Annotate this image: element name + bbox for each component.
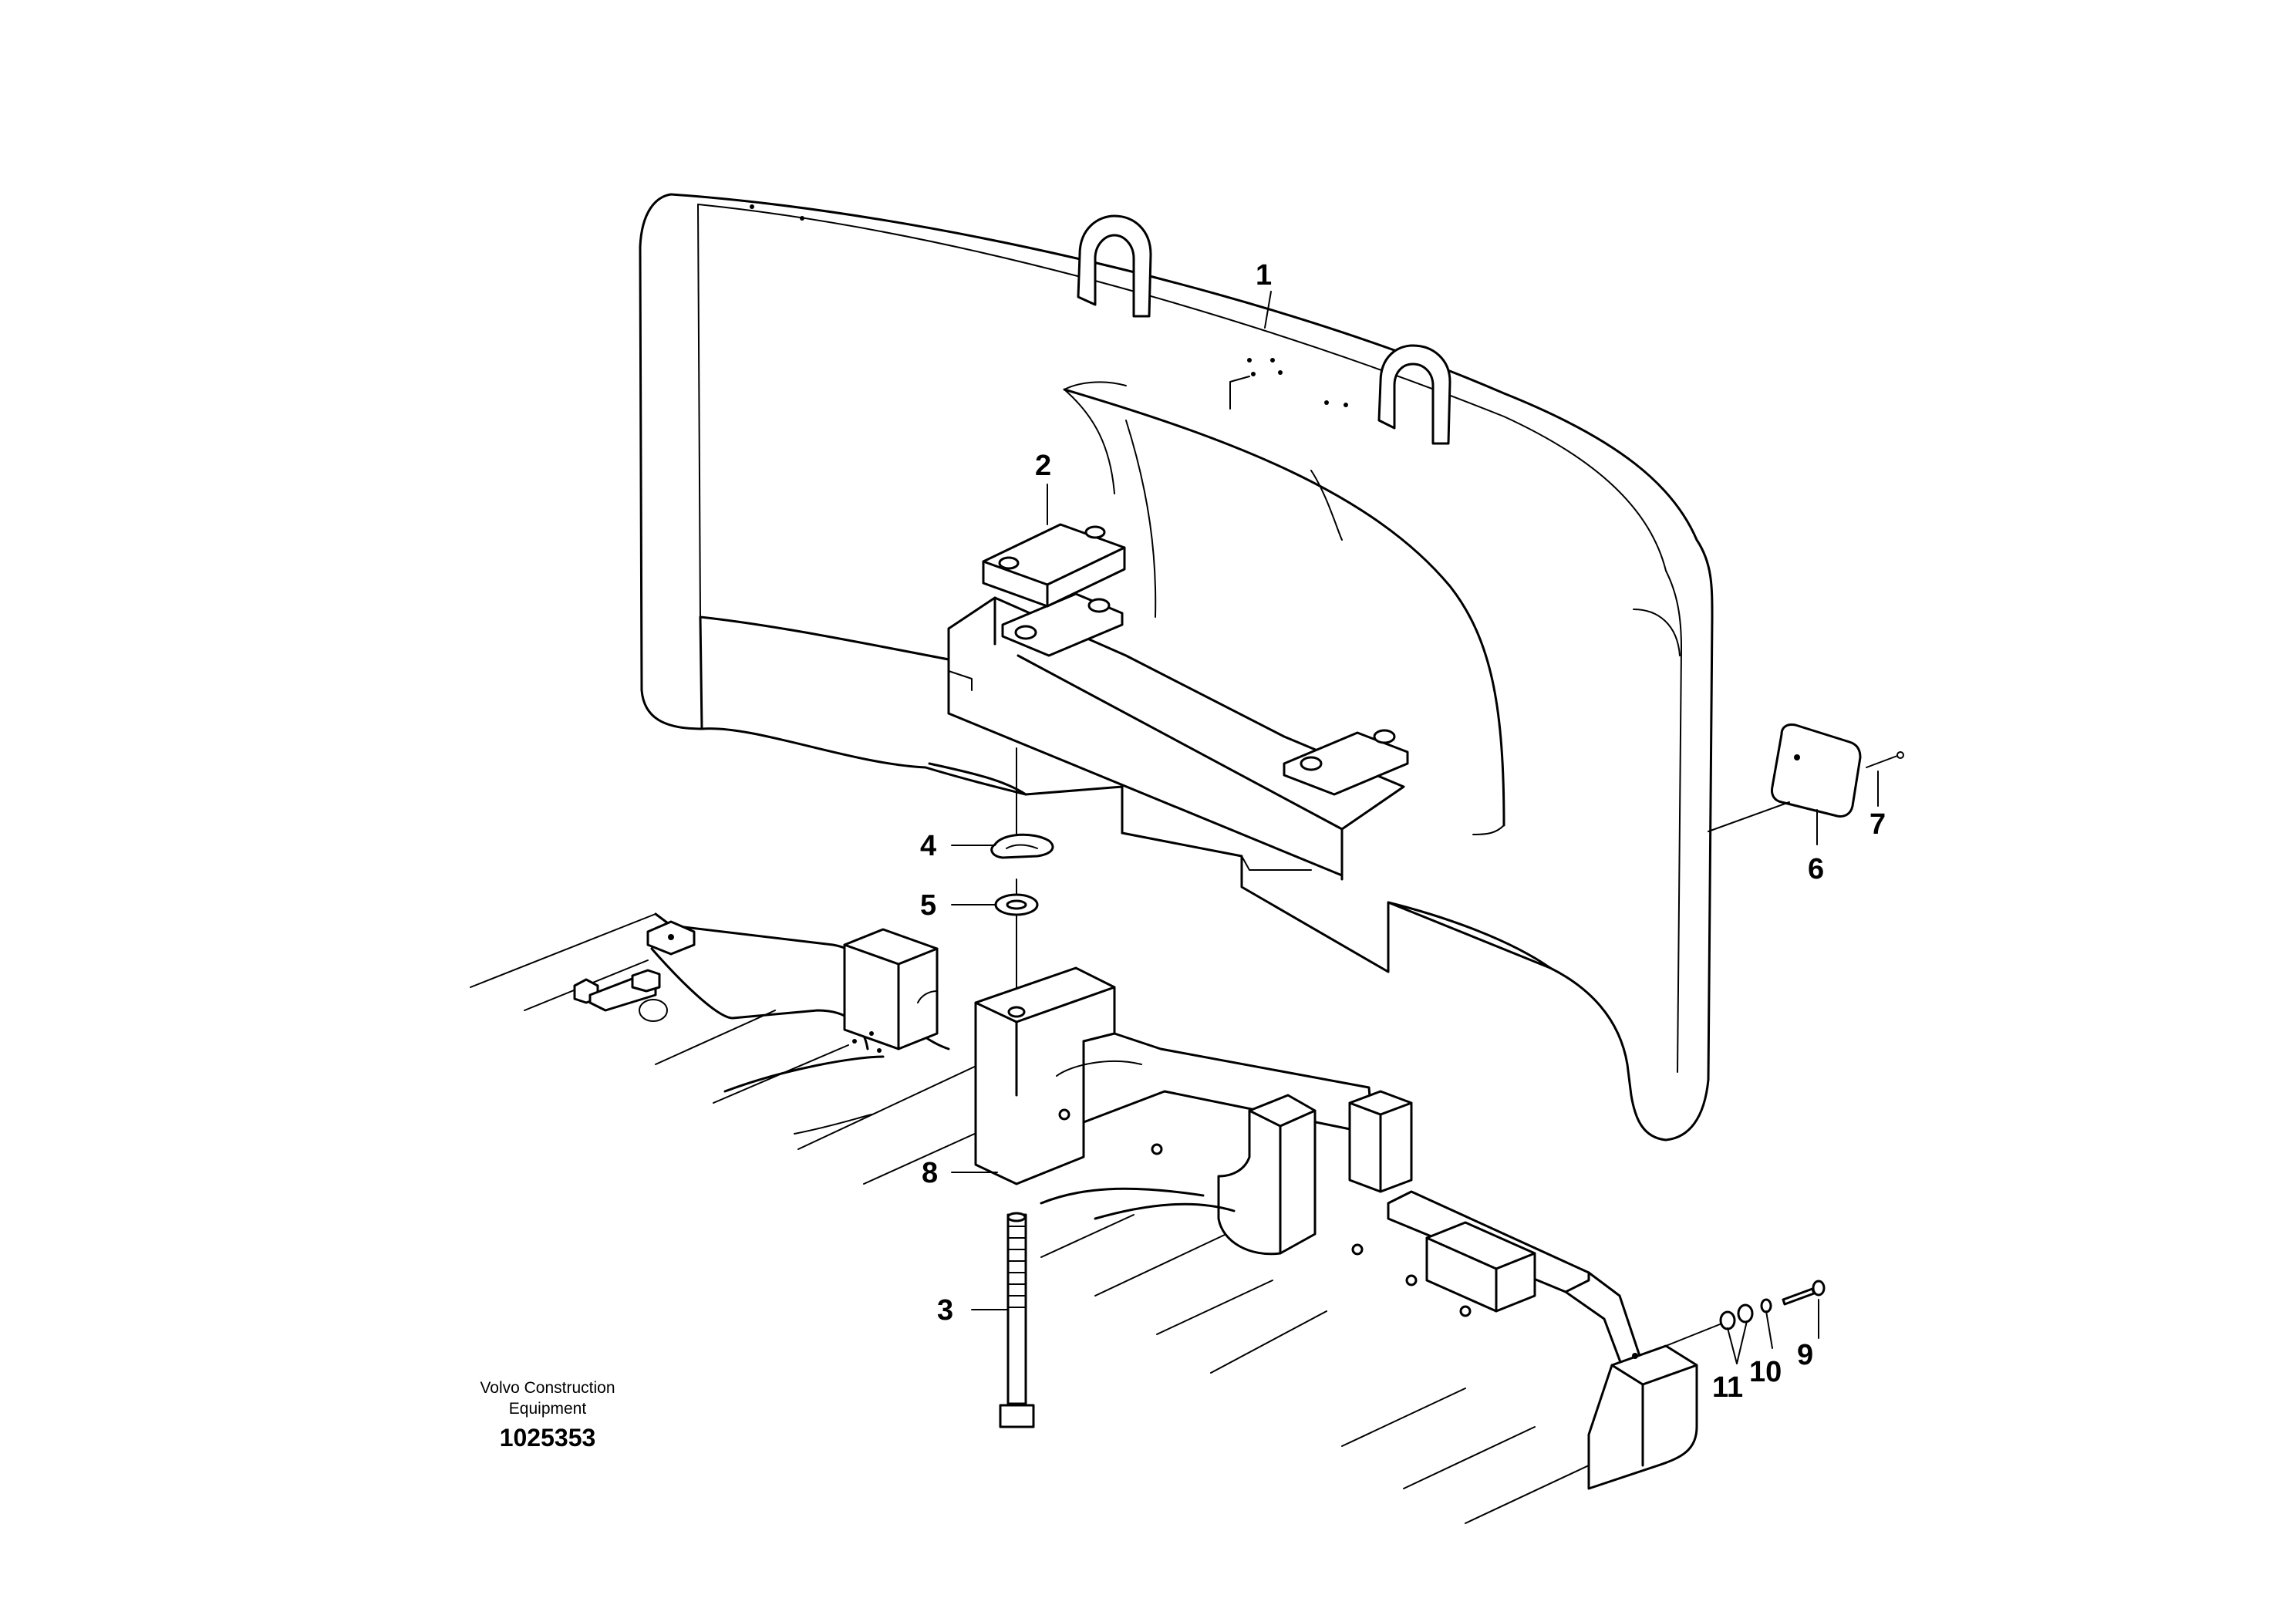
callout-8: 8 <box>922 1157 939 1189</box>
drawing-number: 1025353 <box>499 1424 596 1452</box>
callout-4: 4 <box>920 830 937 862</box>
callout-11: 11 <box>1712 1371 1744 1404</box>
publisher-name-line-1: Volvo Construction <box>480 1379 615 1397</box>
callout-10: 10 <box>1749 1356 1782 1388</box>
lock-clip <box>990 833 1054 859</box>
lifting-eye-right <box>1377 344 1451 445</box>
leader-lines <box>951 291 1879 1364</box>
counterweight-body <box>639 193 1714 1141</box>
screw-7 <box>1866 751 1904 768</box>
small-fasteners <box>1665 1280 1826 1347</box>
mounting-bracket <box>947 592 1409 881</box>
callout-3: 3 <box>937 1294 954 1327</box>
reflector-plate <box>1708 723 1862 832</box>
callout-9: 9 <box>1797 1339 1814 1371</box>
callout-6: 6 <box>1808 853 1825 885</box>
lifting-eye-left <box>1077 214 1152 318</box>
publisher-name-line-2: Equipment <box>508 1400 587 1418</box>
frame-structure <box>470 912 1698 1524</box>
washer-5 <box>994 893 1039 916</box>
callout-7: 7 <box>1870 808 1886 841</box>
callout-1: 1 <box>1256 259 1273 292</box>
spacer-plate <box>982 523 1126 608</box>
bolt-3 <box>999 1212 1035 1428</box>
callout-5: 5 <box>920 889 937 922</box>
callout-2: 2 <box>1035 450 1052 482</box>
